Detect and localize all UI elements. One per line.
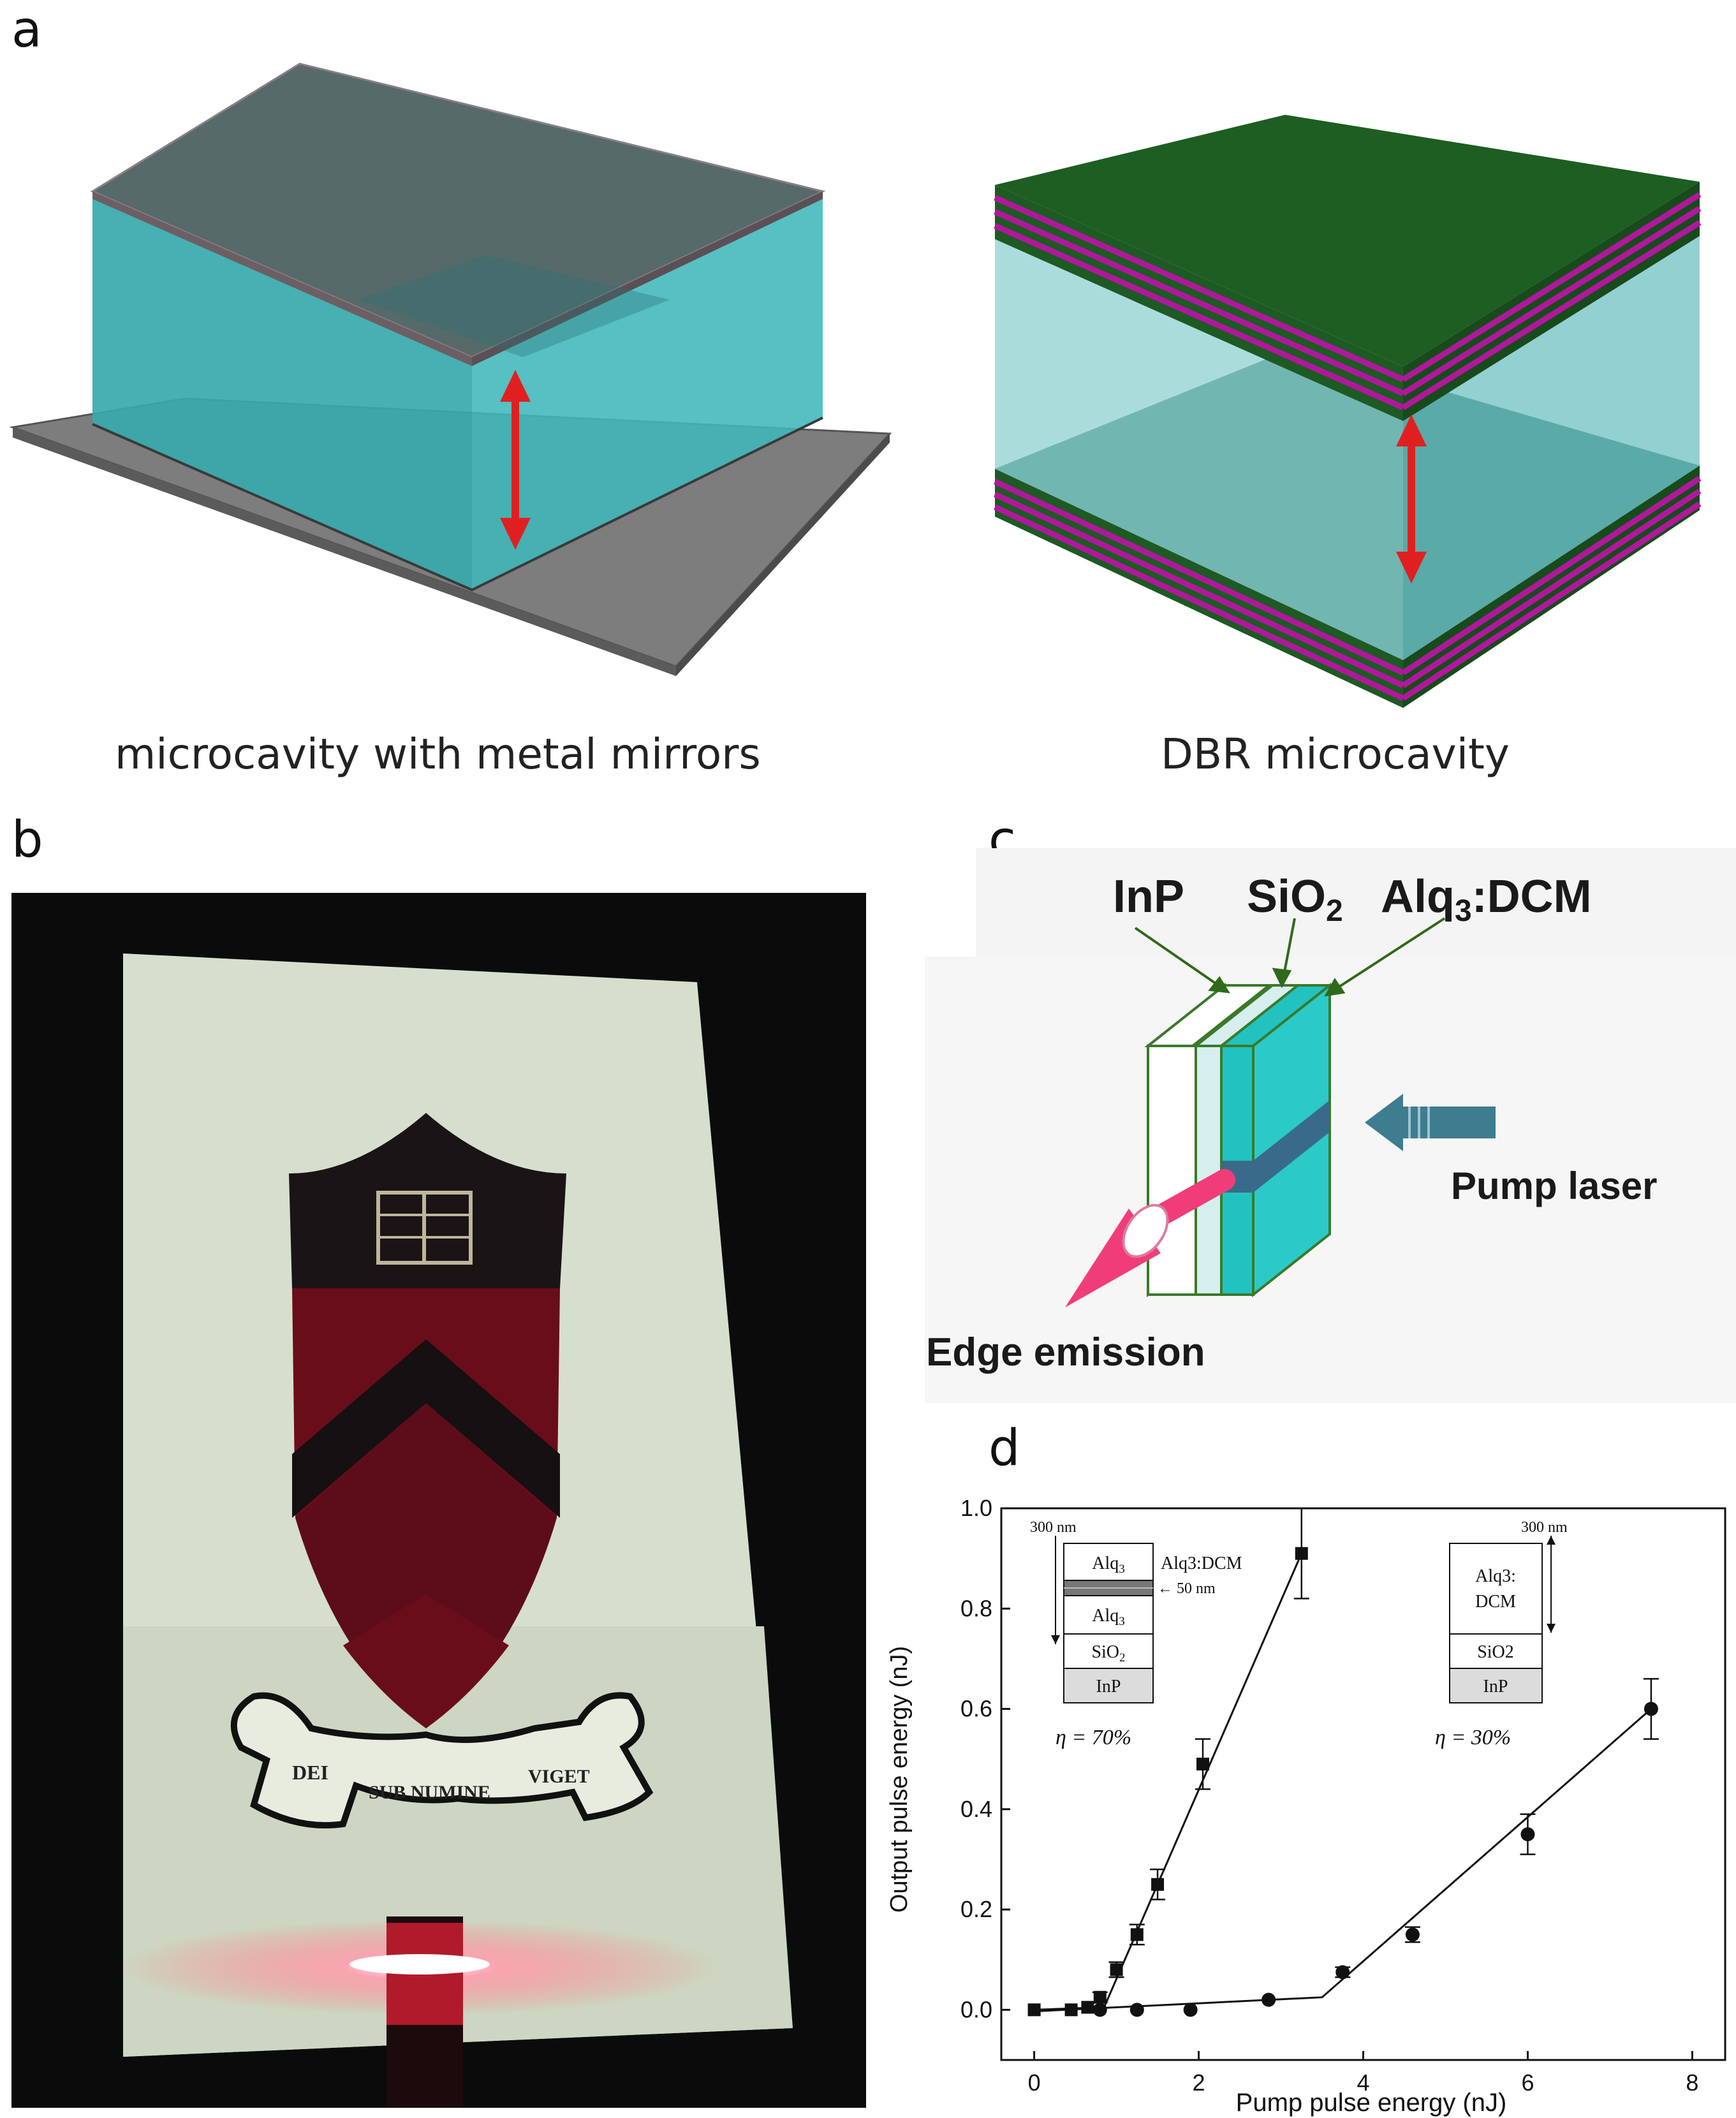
inset-left-thickness: 300 nm xyxy=(1030,1519,1077,1536)
panel-a-letter: a xyxy=(11,1,42,59)
data-point-circle xyxy=(1092,2003,1107,2017)
y-tick-label: 0.4 xyxy=(960,1796,992,1822)
data-point-square xyxy=(1027,2003,1041,2017)
inset-right-layer-top-1: Alq3: xyxy=(1475,1566,1516,1586)
edge-emission-schematic xyxy=(925,848,1736,1403)
data-point-square xyxy=(1196,1758,1209,1771)
x-axis-label: Pump pulse energy (nJ) xyxy=(1236,2089,1507,2117)
dbr-cavity-left-face xyxy=(995,239,1403,660)
label-edge-emission: Edge emission xyxy=(926,1330,1205,1374)
inset-right-layer-inp: InP xyxy=(1483,1677,1508,1696)
top-dbr-stack xyxy=(994,115,1702,421)
label-leaders xyxy=(1134,917,1446,997)
x-tick-label: 2 xyxy=(1193,2070,1205,2096)
device-photo: DEI SUB NUMINE VIGET xyxy=(11,893,866,2108)
scroll-text-right: VIGET xyxy=(528,1766,590,1787)
y-tick-label: 0.2 xyxy=(960,1896,992,1922)
dbr-cavity-right-face xyxy=(1403,236,1700,660)
inset-right-thickness: 300 nm xyxy=(1521,1519,1568,1536)
data-point-circle xyxy=(1183,2003,1198,2017)
metal-mirror-microcavity-illustration xyxy=(9,63,892,676)
lasing-threshold-chart: 0 2 4 6 8 0.0 0.2 0.4 0.6 0.8 1.0 Pump pulse energ… xyxy=(880,1480,1736,2117)
inset-right-efficiency: η = 30% xyxy=(1435,1726,1511,1749)
data-point-circle xyxy=(1405,1927,1420,1942)
inset-right-layer-sio2: SiO2 xyxy=(1477,1642,1514,1662)
bottom-metal-plate-edge xyxy=(13,427,676,676)
y-axis-label: Output pulse energy (nJ) xyxy=(886,1646,913,1913)
y-tick-label: 1.0 xyxy=(960,1495,992,1521)
label-inp: InP xyxy=(1113,871,1185,922)
x-tick-label: 6 xyxy=(1521,2070,1534,2096)
motto-scroll: DEI SUB NUMINE VIGET xyxy=(230,1692,654,1828)
scroll-text-middle: SUB NUMINE xyxy=(369,1782,490,1803)
y-tick-label: 0.0 xyxy=(960,1996,992,2022)
data-point-square xyxy=(1130,1928,1144,1941)
cavity-right-face xyxy=(472,191,823,590)
data-point-circle xyxy=(1129,2003,1144,2017)
inset-left-doped-label: Alq3:DCM xyxy=(1161,1554,1242,1573)
y-tick-label: 0.6 xyxy=(960,1696,992,1722)
panel-b-letter: b xyxy=(11,811,43,869)
data-point-square xyxy=(1151,1878,1165,1891)
panel-d-letter: d xyxy=(989,1420,1020,1477)
x-tick-label: 4 xyxy=(1357,2070,1369,2096)
data-point-circle xyxy=(1335,1965,1350,1980)
inset-right-layer-diagram: 300 nm Alq3: DCM SiO2 InP η = 30% xyxy=(1435,1519,1568,1749)
inset-left-layer-alq3-top: Alq3 xyxy=(1092,1554,1125,1576)
shield-crest xyxy=(289,1113,566,1728)
cavity-left-face xyxy=(92,191,472,590)
x-tick-label: 0 xyxy=(1028,2070,1041,2096)
chart-plot-area: 0 2 4 6 8 0.0 0.2 0.4 0.6 0.8 1.0 xyxy=(960,1495,1726,2096)
label-sio2: SiO2 xyxy=(1247,871,1343,928)
layer-stack xyxy=(1144,982,1334,1298)
pump-laser-arrow xyxy=(1365,1094,1496,1151)
cavity-length-arrow xyxy=(500,370,531,550)
label-alq3-dcm: Alq3:DCM xyxy=(1381,871,1592,928)
data-point-square xyxy=(1081,2001,1094,2014)
dbr-cavity-length-arrow xyxy=(1396,415,1427,584)
y-tick-label: 0.8 xyxy=(960,1595,992,1621)
label-pump-laser: Pump laser xyxy=(1451,1165,1658,1207)
dbr-microcavity-illustration xyxy=(994,115,1702,708)
inset-left-layer-inp: InP xyxy=(1096,1677,1121,1696)
metal-mirror-caption: microcavity with metal mirrors xyxy=(115,730,761,779)
inset-right-layer-top-2: DCM xyxy=(1475,1592,1516,1612)
data-point-square xyxy=(1295,1547,1308,1560)
dbr-caption: DBR microcavity xyxy=(1161,730,1510,779)
inset-left-layer-alq3-bottom: Alq3 xyxy=(1092,1606,1125,1628)
data-point-square xyxy=(1110,1963,1123,1976)
edge-emission-arrow xyxy=(1065,1169,1235,1307)
data-point-circle xyxy=(1644,1702,1658,1716)
inset-left-doped-thickness: ← 50 nm xyxy=(1158,1580,1216,1597)
data-point-square xyxy=(1093,1990,1107,2004)
inset-left-efficiency: η = 70% xyxy=(1056,1726,1131,1749)
inset-left-layer-sio2: SiO2 xyxy=(1091,1642,1125,1665)
x-tick-label: 8 xyxy=(1686,2070,1698,2096)
data-point-circle xyxy=(1520,1827,1535,1842)
data-point-circle xyxy=(1262,1992,1276,2007)
inset-left-layer-diagram: 300 nm Alq3 Alq3 SiO2 InP Alq3:DCM ← 50 … xyxy=(1030,1519,1242,1749)
scroll-text-left: DEI xyxy=(292,1761,328,1784)
fit-line-2 xyxy=(1034,1708,1652,2013)
